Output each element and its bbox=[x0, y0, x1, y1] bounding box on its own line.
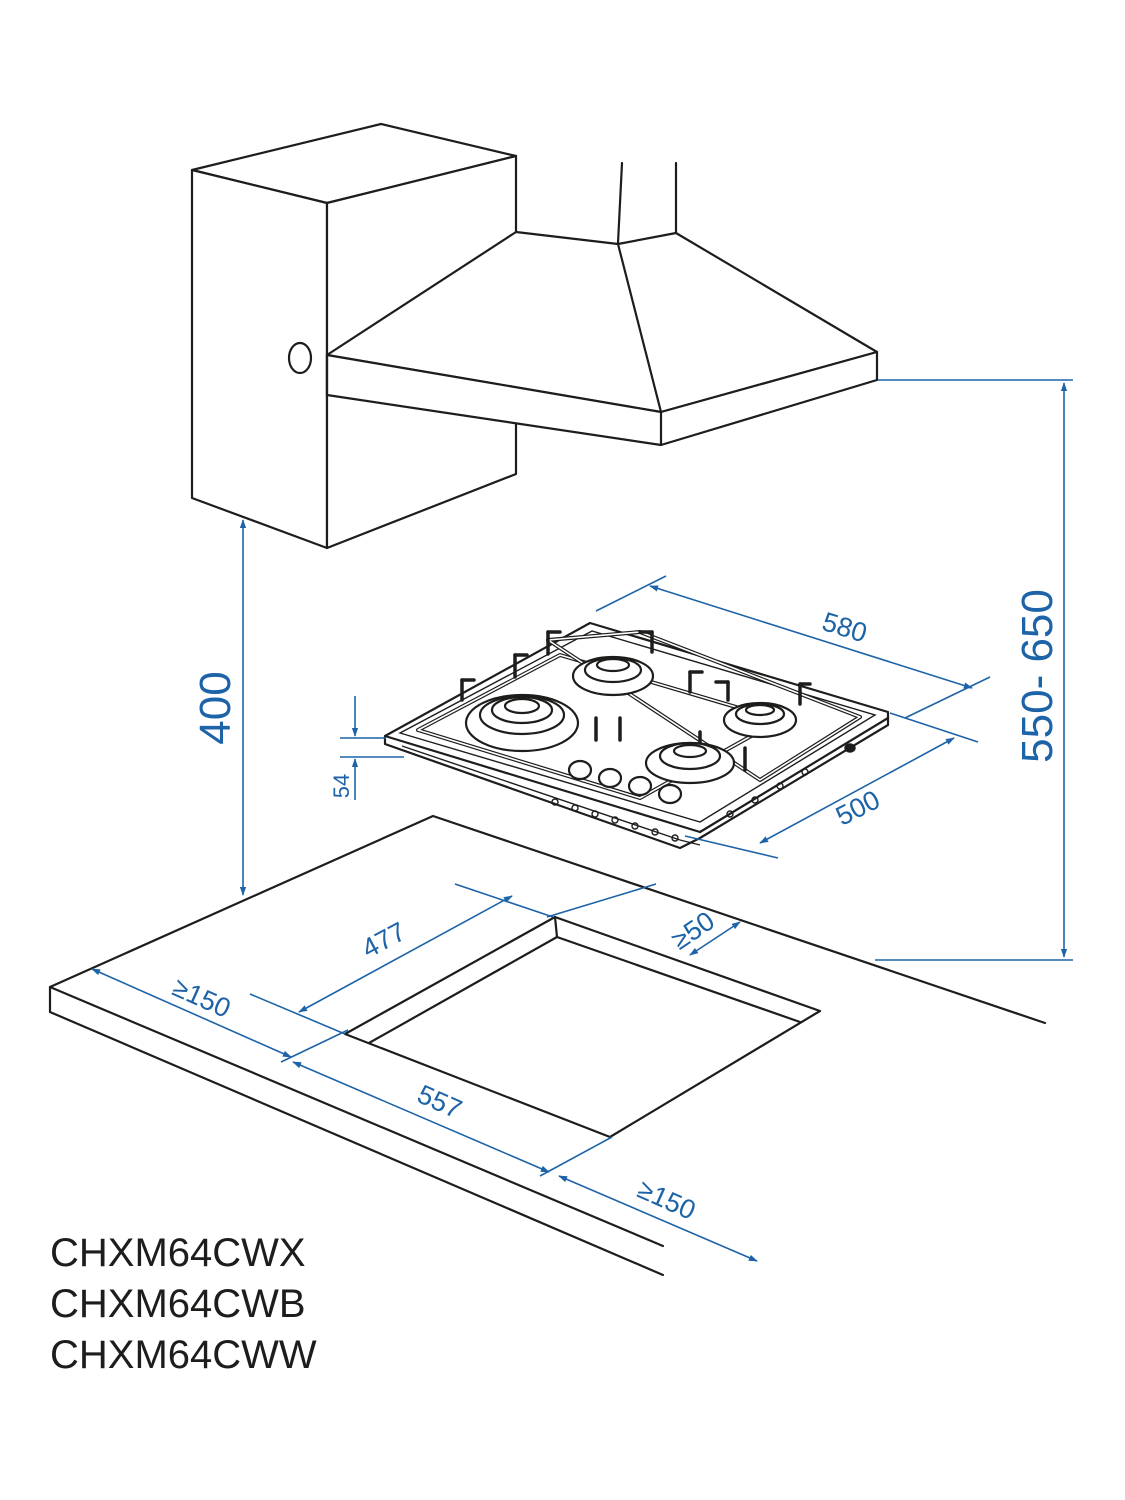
knob-icon bbox=[657, 783, 683, 805]
dim-label-clearance-back: ≥50 bbox=[666, 906, 720, 956]
control-knobs bbox=[567, 759, 683, 805]
dimension-lines bbox=[91, 379, 1073, 1262]
dim-label-hob-depth: 500 bbox=[831, 784, 885, 831]
knob-icon bbox=[597, 767, 623, 789]
model-name: CHXM64CWB bbox=[50, 1282, 306, 1326]
burner-right-icon bbox=[722, 701, 798, 739]
countertop bbox=[48, 814, 1047, 1277]
dim-label-hood-to-hob: 400 bbox=[191, 671, 240, 744]
burner-back-icon bbox=[571, 655, 655, 697]
dim-label-cutout-depth: 477 bbox=[357, 916, 411, 964]
dim-label-hob-height: 54 bbox=[329, 774, 354, 798]
model-name: CHXM64CWW bbox=[50, 1333, 317, 1377]
burner-large-icon bbox=[464, 693, 580, 753]
knob-icon bbox=[567, 759, 593, 781]
burner-front-icon bbox=[644, 741, 736, 785]
model-list: CHXM64CWX CHXM64CWB CHXM64CWW bbox=[50, 1228, 317, 1381]
cooker-hood bbox=[325, 161, 879, 447]
dim-label-clearance-right: ≥150 bbox=[633, 1174, 700, 1226]
knob-icon bbox=[627, 775, 653, 797]
cabinet-knob-icon bbox=[287, 341, 313, 375]
model-name: CHXM64CWX bbox=[50, 1231, 306, 1275]
dim-label-clearance-left: ≥150 bbox=[168, 972, 235, 1024]
dim-label-hood-to-counter: 550- 650 bbox=[1013, 589, 1062, 763]
